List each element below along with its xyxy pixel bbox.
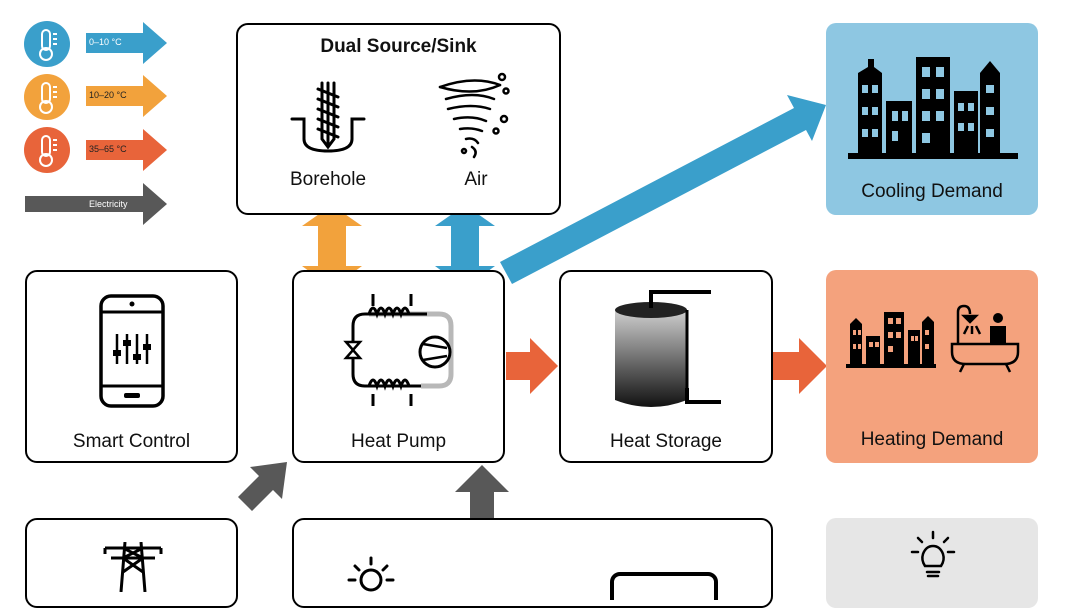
cooling-arrow [500,95,826,284]
grid-box [25,518,238,608]
heating-demand-label: Heating Demand [860,429,1004,450]
legend-hot-label: 35–65 °C [89,144,127,154]
lighting-demand-box [826,518,1038,608]
heat-pump-to-storage-arrow [506,338,558,394]
city-buildings-icon [848,57,1018,159]
storage-tank-icon [615,290,721,407]
electricity-arrow [25,183,167,225]
heating-demand-box: Heating Demand [826,270,1038,463]
sun-icon [347,556,395,592]
thermometer-hot-icon [24,127,70,173]
shower-bathtub-icon [950,304,1020,373]
power-pylon-icon [103,542,163,592]
heat-pump-icon [343,294,454,406]
heat-storage-label: Heat Storage [610,431,722,452]
smartphone-control-icon [99,294,165,408]
legend-cold-label: 0–10 °C [89,37,122,47]
pv-to-heat-pump-arrow [455,465,509,518]
legend-electricity-label: Electricity [89,199,128,209]
battery-icon [610,572,718,600]
smart-control-box: Smart Control [25,270,238,463]
legend [24,21,167,225]
grid-to-heat-pump-arrow [238,462,287,511]
hot-arrow [86,129,167,171]
cooling-demand-label: Cooling Demand [861,181,1003,202]
legend-warm-label: 10–20 °C [89,90,127,100]
cold-arrow [86,22,167,64]
cooling-demand-box: Cooling Demand [826,23,1038,215]
borehole-exchange-arrow [302,205,362,288]
small-city-icon [846,312,936,368]
air-label: Air [464,169,488,190]
light-bulb-icon [910,530,956,578]
renewable-box [292,518,773,608]
heat-pump-label: Heat Pump [350,431,447,452]
smart-control-label: Smart Control [72,431,191,452]
borehole-icon [290,81,366,153]
heat-storage-box: Heat Storage [559,270,773,463]
air-icon [438,72,510,159]
thermometer-cold-icon [24,21,70,67]
thermometer-warm-icon [24,74,70,120]
heat-pump-box: Heat Pump [292,270,505,463]
diagram-canvas [24,21,827,518]
warm-arrow [86,75,167,117]
dual-source-title: Dual Source/Sink [320,36,477,57]
borehole-label: Borehole [289,169,367,190]
air-exchange-arrow [435,205,495,288]
storage-to-heating-arrow [773,338,827,394]
dual-source-box: Dual Source/Sink Borehole Air [236,23,561,215]
